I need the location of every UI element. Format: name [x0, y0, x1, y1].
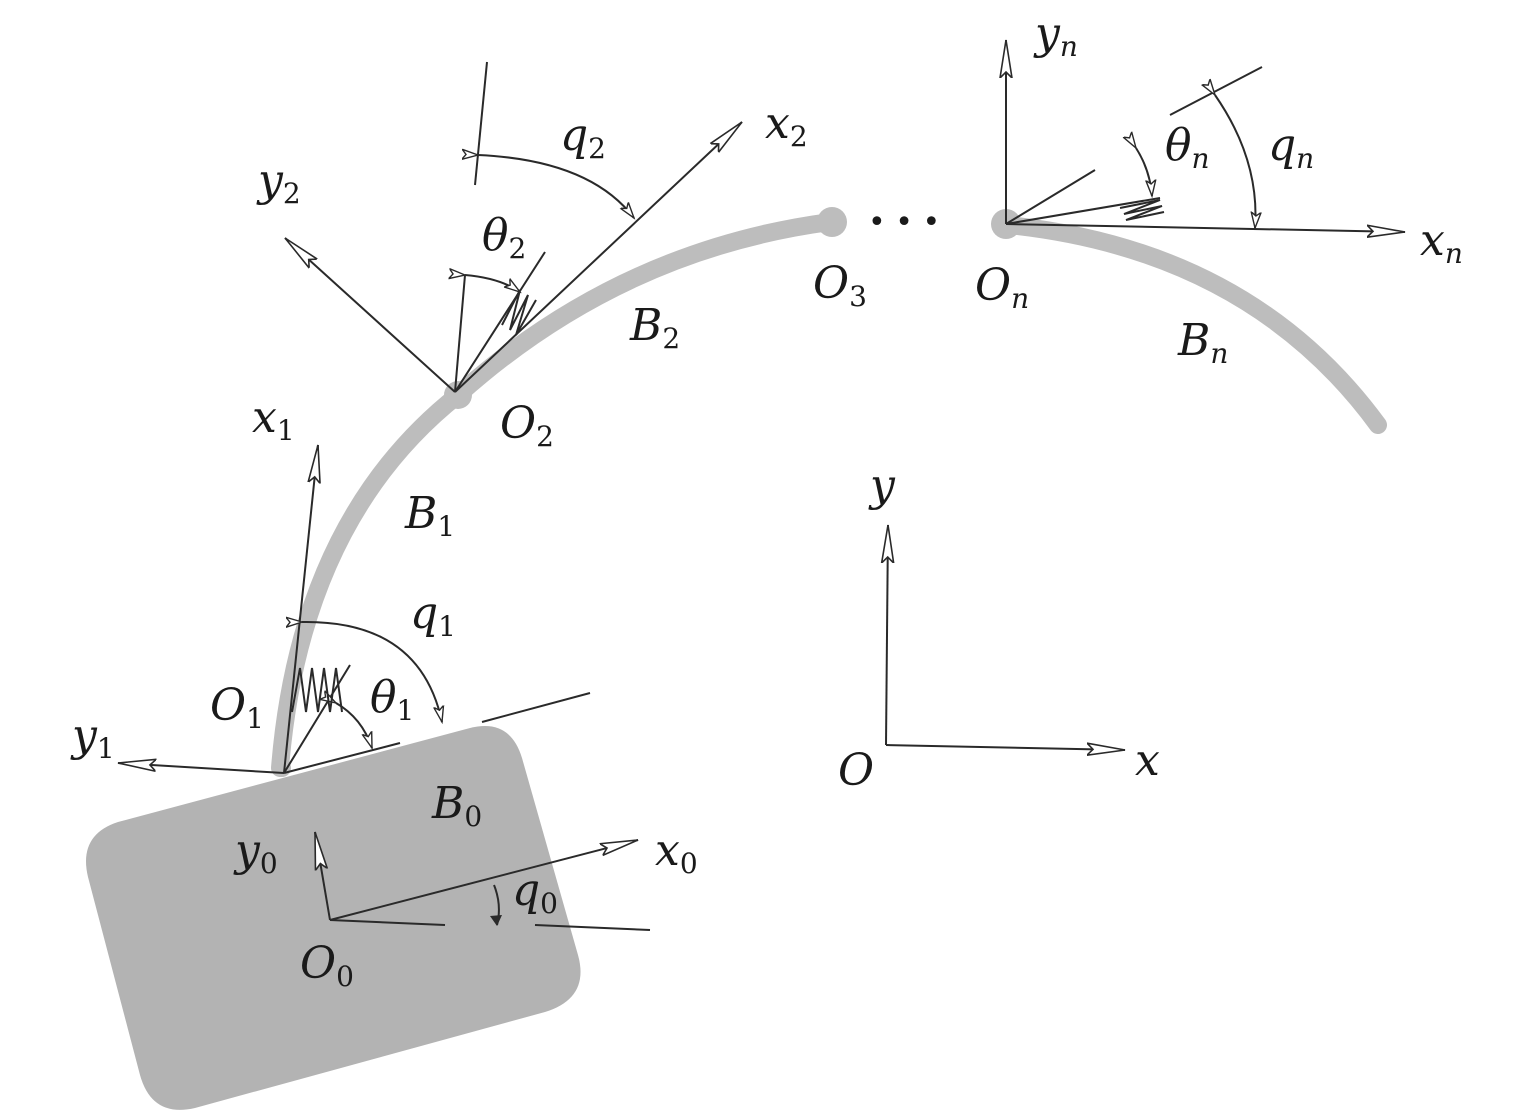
label-theta-n: θn [1165, 120, 1210, 175]
label-xn: xn [1420, 215, 1463, 270]
frame0-x0-axis [329, 839, 638, 921]
link-bn [999, 216, 1387, 434]
frame2-y2-axis [284, 237, 456, 393]
label-x: x [1135, 735, 1160, 786]
frame1-y1-axis [118, 763, 285, 774]
q2-ref-line [474, 61, 488, 186]
spring-1 [291, 667, 343, 713]
label-x0: x0 [655, 825, 698, 880]
label-qn: qn [1268, 120, 1314, 175]
q2-arc [478, 155, 634, 218]
label-x1: x1 [252, 392, 295, 447]
global-x-axis [885, 745, 1125, 750]
label-b0: B0 [431, 778, 482, 833]
label-y1: y1 [70, 710, 115, 765]
label-o3: O3 [813, 258, 867, 313]
thetan-arc [1136, 148, 1152, 196]
label-on: On [975, 260, 1029, 315]
frame0-ref-line [329, 919, 446, 926]
label-o0: O0 [300, 938, 354, 993]
body0-top-edge [283, 742, 401, 774]
global-y-axis [886, 525, 888, 746]
label-q2: q2 [560, 110, 606, 165]
frame0-y0-axis [314, 832, 331, 921]
label-q0: q0 [512, 865, 558, 920]
label-o1: O1 [210, 680, 264, 735]
label-x2: x2 [765, 98, 808, 153]
label-o: O [838, 745, 874, 796]
label-b2: B2 [629, 300, 680, 355]
joint-o1 [273, 759, 291, 777]
label-y0: y0 [233, 825, 278, 880]
q0-arrow-head [490, 915, 502, 926]
label-theta2: θ2 [482, 210, 526, 265]
label-q1: q1 [410, 588, 456, 643]
label-yn: yn [1033, 8, 1078, 63]
joint-o3 [817, 207, 847, 237]
spring-2 [501, 289, 537, 336]
label-b1: B1 [404, 488, 455, 543]
framen-ref-line-a [1005, 169, 1096, 225]
base-body [86, 726, 581, 1110]
label-theta1: θ1 [370, 672, 414, 727]
framen-ref-line-b [1005, 197, 1161, 225]
frame2-ref-line [454, 274, 466, 393]
label-bn: Bn [1177, 315, 1228, 370]
spring-n [1119, 199, 1165, 221]
link2-tangent [454, 251, 546, 393]
qn-arc [1215, 95, 1256, 228]
frame2-x2-axis [454, 121, 743, 393]
qn-ref-line [1169, 66, 1263, 116]
link-b2 [449, 213, 839, 404]
q0-ref-line [534, 924, 651, 931]
theta2-arc [465, 275, 520, 292]
label-o2: O2 [500, 398, 554, 453]
label-y: y [868, 460, 896, 511]
q1-ref-line [481, 692, 591, 723]
label-y2: y2 [256, 155, 301, 210]
ellipsis-dots: • • • [868, 205, 940, 240]
q1-arc [302, 622, 442, 722]
